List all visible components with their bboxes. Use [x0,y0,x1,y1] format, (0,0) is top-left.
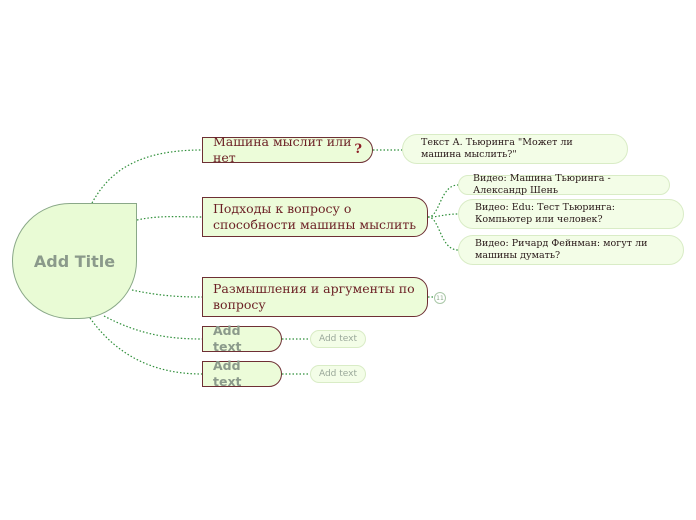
subtopic-label: Видео: Ричард Фейнман: могут ли машины д… [475,238,648,261]
subtopic-turing-text[interactable]: Текст А. Тьюринга "Может ли машина мысли… [402,134,628,164]
link-root-branch-2 [136,216,203,221]
link-root-branch-3 [131,289,203,298]
link-root-branch-1 [91,149,203,204]
branch-question-mark: ? [354,142,362,157]
subtopic-video-edu[interactable]: Видео: Edu: Тест Тьюринга: Компьютер или… [458,199,684,229]
branch-topic-3[interactable]: Размышления и аргументы по вопросу [202,277,428,317]
root-topic[interactable]: Add Title [12,203,137,319]
subtopic-label: Add text [318,334,358,344]
branch-label: Размышления и аргументы по вопросу [213,281,415,312]
link-branch-2-sub-1 [427,184,459,218]
branch-topic-4[interactable]: Add text [202,323,282,354]
link-branch-2-sub-3 [427,216,459,251]
subtopic-video-shen[interactable]: Видео: Машина Тьюринга - Александр Шень [458,173,670,196]
subtopic-video-feynman[interactable]: Видео: Ричард Фейнман: могут ли машины д… [458,235,684,265]
collapsed-count-badge[interactable]: 11 [434,292,446,304]
subtopic-label: Add text [318,369,358,379]
branch-label: Add text [213,323,242,354]
branch-label: Машина мыслит или нет [213,134,352,165]
branch-label: Add text [213,358,242,389]
link-root-branch-4 [103,315,203,340]
branch-topic-2[interactable]: Подходы к вопросу о способности машины м… [202,197,428,237]
branch-label: Подходы к вопросу о способности машины м… [213,201,417,232]
link-branch-2-sub-2 [427,213,459,218]
subtopic-placeholder-1[interactable]: Add text [310,330,366,348]
subtopic-label: Текст А. Тьюринга "Может ли машина мысли… [421,137,573,160]
branch-topic-5[interactable]: Add text [202,358,282,389]
root-title: Add Title [33,251,116,271]
branch-topic-1[interactable]: Машина мыслит или нет? [202,134,373,165]
subtopic-label: Видео: Edu: Тест Тьюринга: Компьютер или… [475,202,615,225]
subtopic-placeholder-2[interactable]: Add text [310,365,366,383]
link-root-branch-5 [89,317,203,375]
subtopic-label: Видео: Машина Тьюринга - Александр Шень [473,173,611,196]
